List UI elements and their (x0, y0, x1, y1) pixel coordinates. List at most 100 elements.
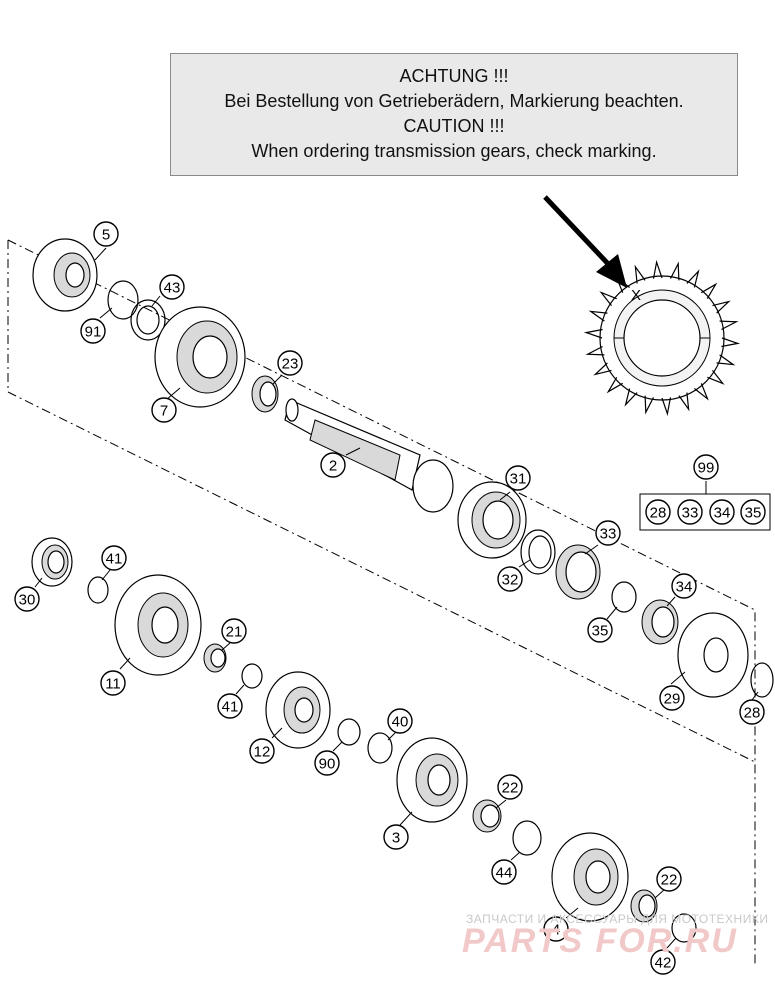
notice-line-4: When ordering transmission gears, check … (251, 141, 657, 161)
part-2-main-shaft (284, 398, 454, 513)
watermark-logo: PARTS FOR.RU (462, 922, 738, 960)
part-34-bushing (641, 599, 679, 645)
label-23: 23 (277, 350, 303, 376)
svg-text:32: 32 (502, 572, 519, 589)
svg-text:90: 90 (319, 756, 336, 773)
notice-line-1: ACHTUNG !!! (399, 66, 509, 86)
svg-text:21: 21 (226, 624, 243, 641)
svg-text:12: 12 (254, 744, 271, 761)
part-5-gear (32, 238, 98, 312)
svg-text:11: 11 (105, 676, 121, 693)
part-91-circlip (107, 280, 139, 320)
svg-text:33: 33 (682, 505, 699, 522)
frame-outline (7, 239, 756, 965)
label-33: 33 (595, 520, 621, 546)
leader-lines (34, 247, 759, 949)
part-23-bushing (251, 375, 279, 413)
svg-text:4: 4 (552, 922, 560, 939)
part-90-circlip (337, 718, 361, 746)
label-91: 91 (80, 318, 106, 344)
label-40: 40 (387, 708, 413, 734)
label-29: 29 (659, 685, 685, 711)
label-99: 99 (693, 454, 719, 480)
label-34: 34 (671, 573, 697, 599)
marking-symbol: X (631, 287, 641, 304)
watermark-tagline: ЗАПЧАСТИ И АКСЕССУАРЫ ДЛЯ МОТОТЕХНИКИ (466, 912, 769, 926)
label-4: 4 (543, 916, 569, 942)
svg-text:23: 23 (282, 356, 299, 373)
part-3-gear (396, 737, 468, 823)
part-29-sprocket (677, 612, 749, 698)
label-22-a: 22 (497, 774, 523, 800)
label-12: 12 (249, 738, 275, 764)
marking-arrowhead (596, 254, 627, 288)
label-41-b: 41 (217, 693, 243, 719)
part-12-gear (265, 671, 331, 749)
label-kit-33: 33 (677, 499, 703, 525)
part-41-washer-a (87, 576, 109, 604)
label-42: 42 (650, 949, 676, 975)
marking-arrow (543, 195, 614, 270)
notice-line-2: Bei Bestellung von Getrieberädern, Marki… (224, 91, 684, 111)
svg-text:40: 40 (392, 714, 409, 731)
part-41-washer-b (241, 663, 263, 689)
label-32: 32 (497, 566, 523, 592)
svg-text:28: 28 (650, 505, 667, 522)
label-kit-28: 28 (645, 499, 671, 525)
svg-text:28: 28 (744, 705, 761, 722)
svg-text:91: 91 (85, 324, 102, 341)
label-44: 44 (491, 859, 517, 885)
svg-text:2: 2 (329, 458, 337, 475)
label-41-a: 41 (101, 545, 127, 571)
part-21-bushing (203, 643, 227, 673)
part-22-bushing-b (630, 889, 658, 923)
part-11-gear (114, 574, 202, 676)
svg-text:22: 22 (661, 872, 678, 889)
label-22-b: 22 (656, 866, 682, 892)
svg-text:3: 3 (392, 830, 400, 847)
svg-text:43: 43 (164, 280, 181, 297)
svg-text:34: 34 (676, 579, 693, 596)
svg-text:41: 41 (222, 699, 239, 716)
svg-text:35: 35 (592, 623, 609, 640)
part-30-bearing (31, 537, 73, 587)
svg-text:42: 42 (655, 955, 672, 972)
label-7: 7 (151, 397, 177, 423)
svg-text:5: 5 (102, 227, 110, 244)
part-43-washer (130, 299, 166, 341)
part-7-gear (154, 306, 246, 408)
label-21: 21 (221, 618, 247, 644)
part-35-oring (611, 581, 637, 613)
part-28-circlip (750, 662, 774, 698)
svg-text:33: 33 (600, 526, 617, 543)
part-31-bearing (457, 481, 527, 559)
label-28: 28 (739, 699, 765, 725)
label-31: 31 (505, 465, 531, 491)
label-90: 90 (314, 750, 340, 776)
part-4-gear (551, 832, 629, 922)
svg-text:7: 7 (160, 403, 168, 420)
svg-text:41: 41 (106, 551, 123, 568)
svg-text:31: 31 (510, 471, 527, 488)
svg-text:29: 29 (664, 691, 681, 708)
label-30: 30 (14, 586, 40, 612)
label-43: 43 (159, 274, 185, 300)
notice-line-3: CAUTION !!! (403, 116, 505, 136)
label-2: 2 (320, 452, 346, 478)
svg-text:99: 99 (698, 460, 715, 477)
reference-gear (583, 259, 741, 417)
label-35: 35 (587, 617, 613, 643)
label-3: 3 (383, 824, 409, 850)
label-kit-35: 35 (740, 499, 766, 525)
part-22-bushing-a (472, 799, 502, 833)
part-42-washer (671, 913, 697, 943)
part-33-seal (555, 544, 601, 600)
svg-text:22: 22 (502, 780, 519, 797)
svg-text:44: 44 (496, 865, 513, 882)
svg-text:30: 30 (19, 592, 36, 609)
svg-text:35: 35 (745, 505, 762, 522)
label-5: 5 (93, 221, 119, 247)
part-44-washer (512, 820, 542, 856)
